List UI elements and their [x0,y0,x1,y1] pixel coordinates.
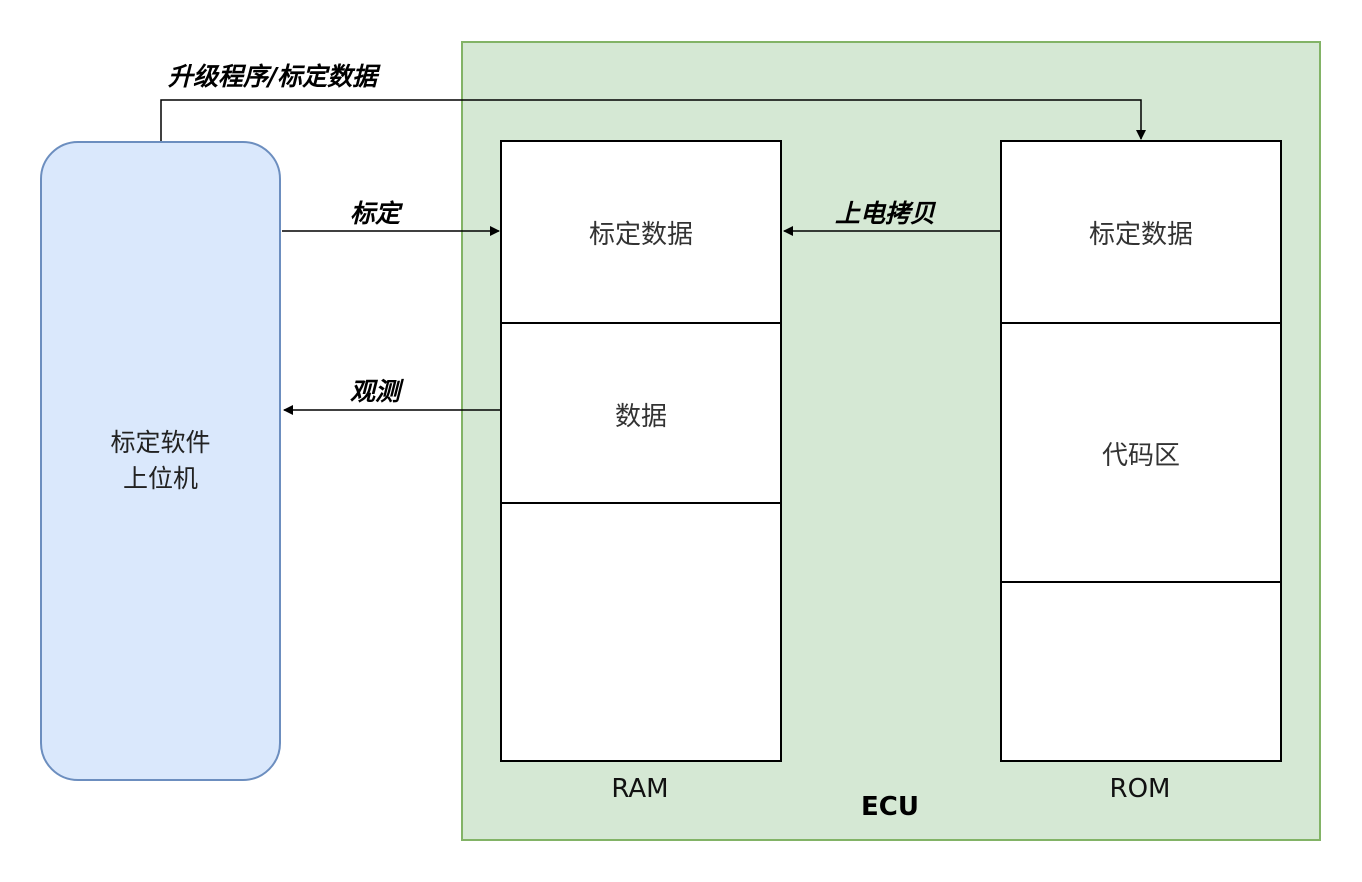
ram-block: 标定数据 数据 [500,140,782,762]
ram-empty-cell [502,502,780,762]
rom-code-area-cell: 代码区 [1002,322,1280,583]
rom-calibration-data-label: 标定数据 [1088,219,1193,250]
host-software-label-line2: 上位机 [122,464,198,493]
ram-calibration-data-label: 标定数据 [588,219,693,250]
rom-calibration-data-cell: 标定数据 [1002,142,1280,322]
rom-block: 标定数据 代码区 [1000,140,1282,762]
ram-caption: RAM [611,774,669,804]
ram-calibration-data-cell: 标定数据 [502,142,780,322]
ram-data-cell: 数据 [502,322,780,504]
host-software-label-line1: 标定软件 [110,428,211,457]
power-copy-edge-label: 上电拷贝 [835,199,936,228]
upgrade-edge-label: 升级程序/标定数据 [168,62,378,91]
calibrate-edge-label: 标定 [350,199,401,228]
ram-data-label: 数据 [614,401,667,432]
rom-caption: ROM [1109,774,1171,804]
rom-code-area-label: 代码区 [1101,441,1180,471]
upgrade-arrow [160,99,1146,141]
host-software-node: 标定软件 上位机 [40,141,281,781]
ecu-label: ECU [861,792,919,822]
observe-edge-label: 观测 [350,377,401,406]
rom-empty-cell [1002,581,1280,762]
host-software-label: 标定软件 上位机 [110,425,210,497]
